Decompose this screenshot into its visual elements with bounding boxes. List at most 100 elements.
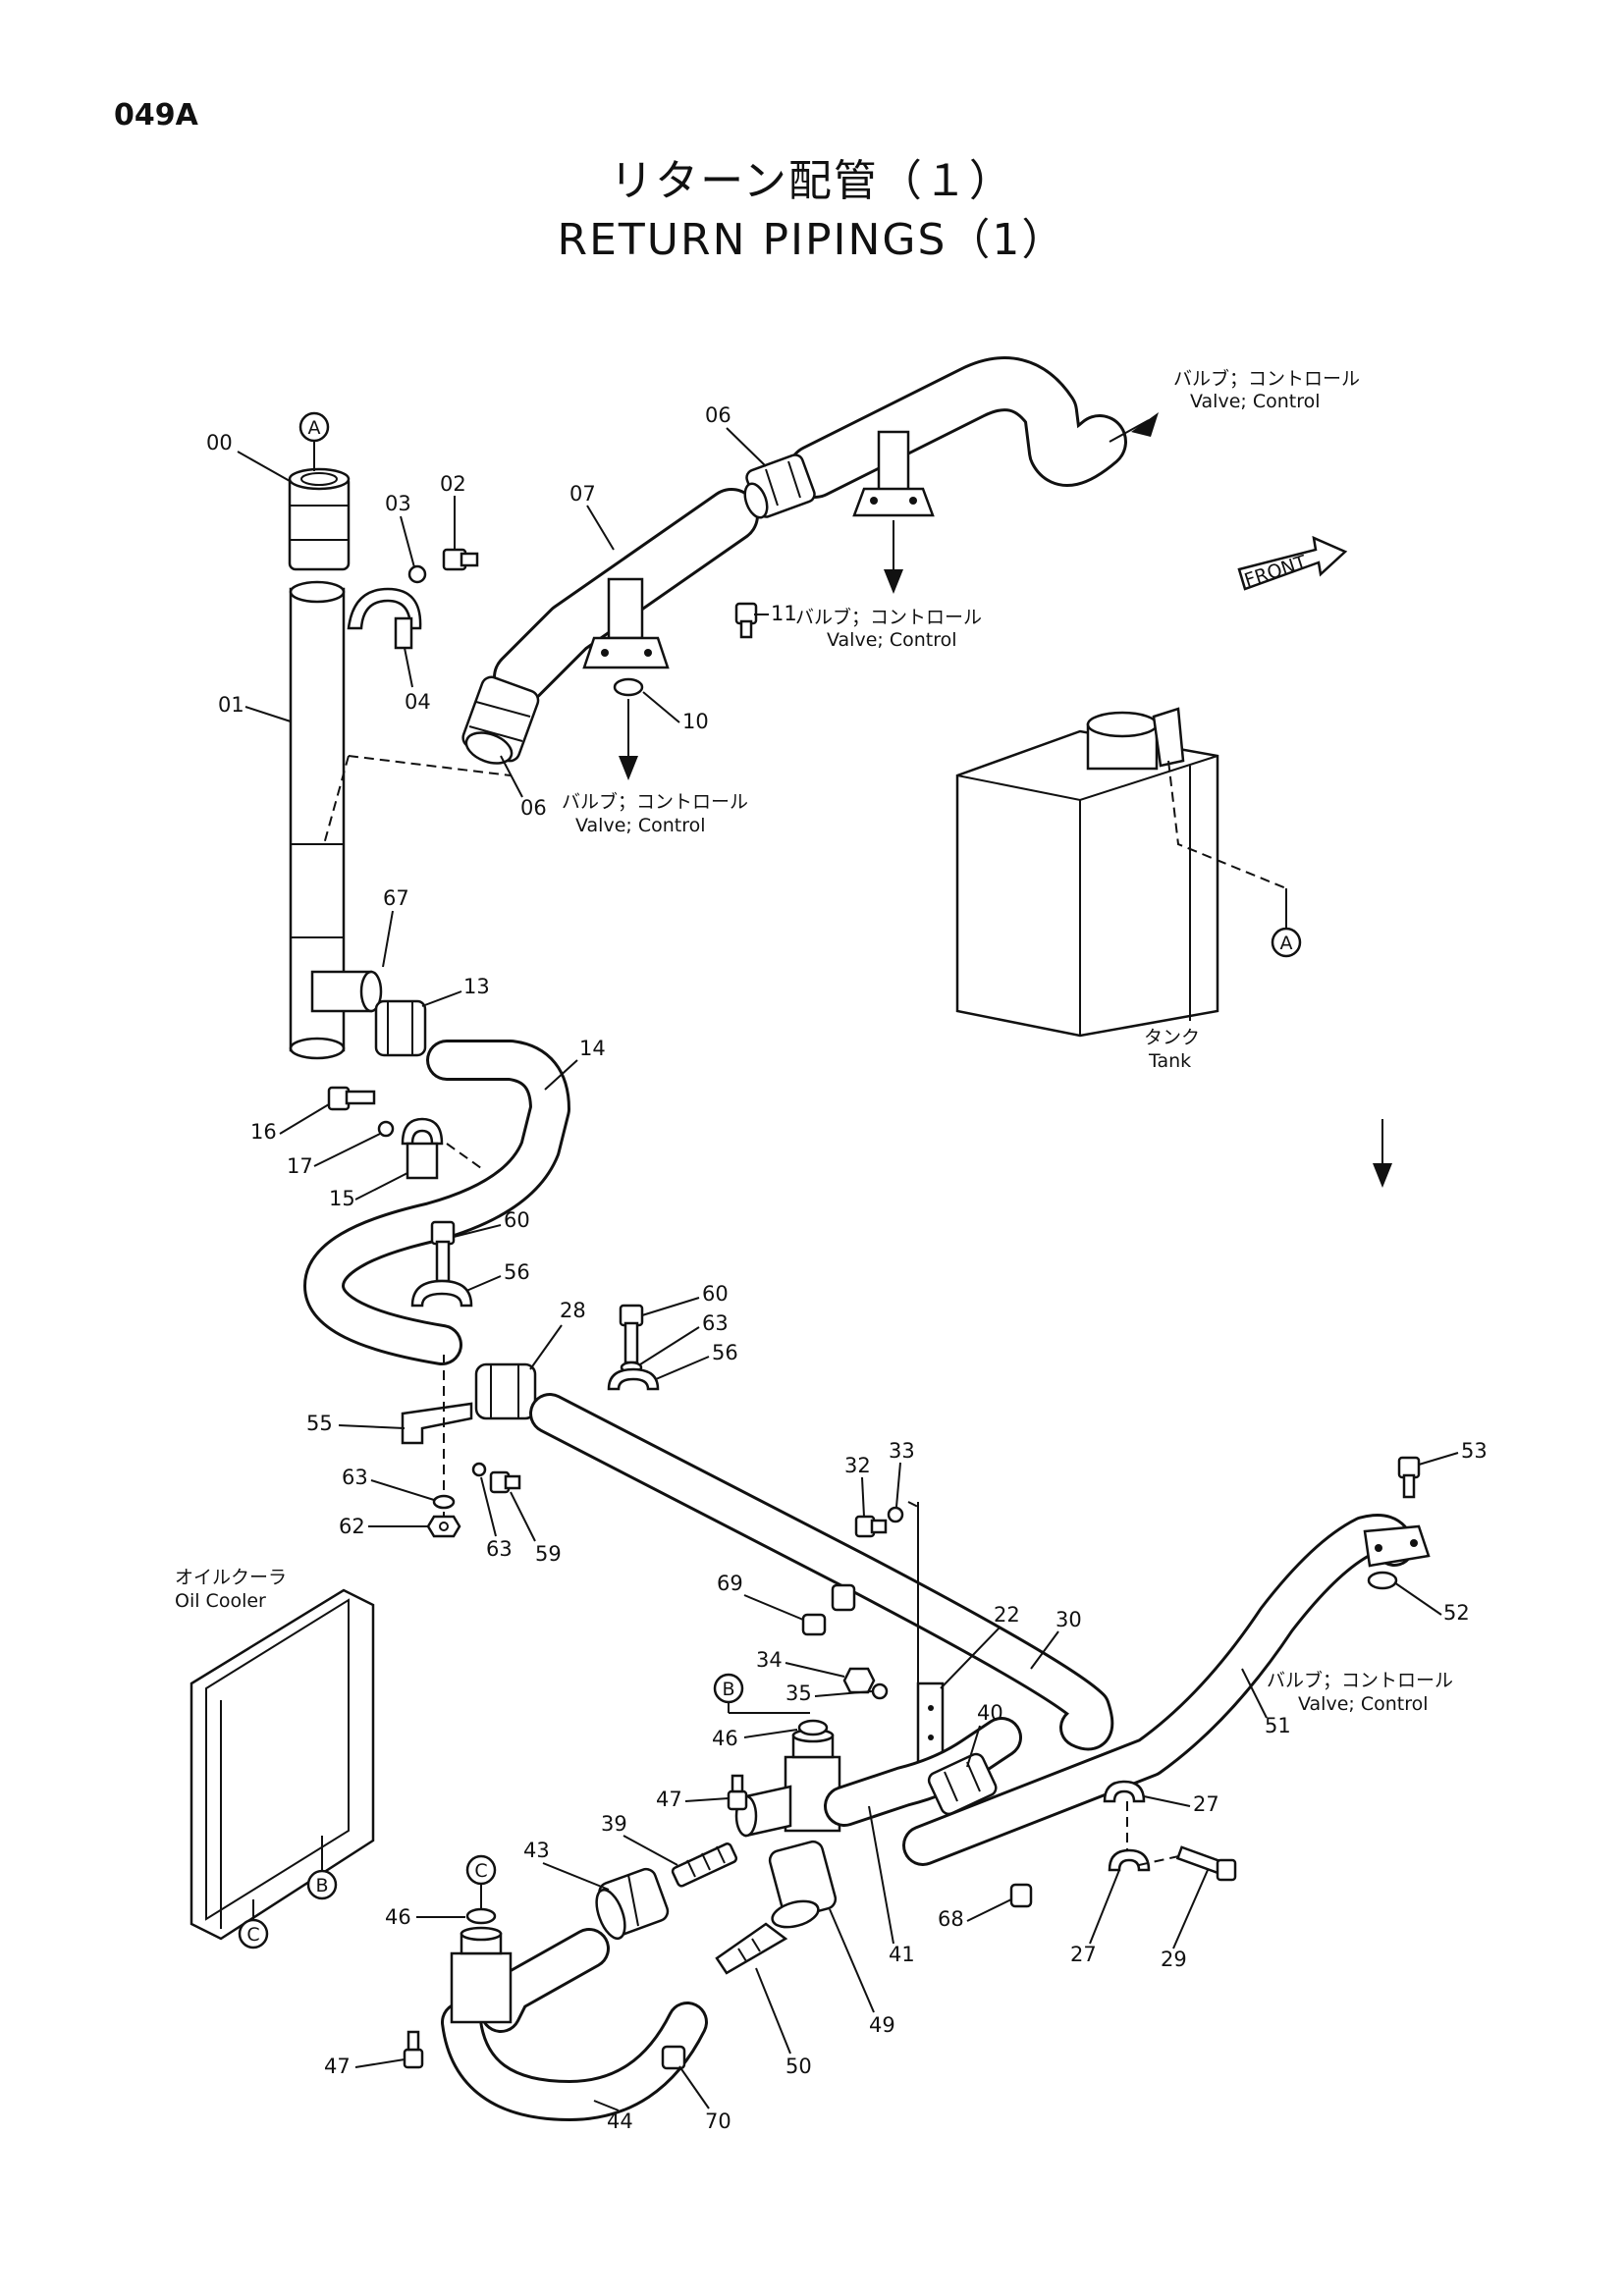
part-label-59: 59 [535, 1542, 562, 1566]
part-label-14: 14 [579, 1037, 606, 1060]
callout-valve-right: バルブ；コントロール Valve; Control [1267, 1669, 1453, 1715]
part-label-63-left: 63 [342, 1466, 368, 1489]
part-label-47-top: 47 [656, 1788, 682, 1811]
svg-text:タンク: タンク [1144, 1027, 1200, 1048]
part-label-13: 13 [463, 975, 490, 998]
arrows [619, 412, 1392, 1188]
hose-13 [374, 999, 427, 1057]
hose-28 [474, 1362, 537, 1420]
svg-text:C: C [474, 1860, 487, 1882]
svg-text:Oil Cooler: Oil Cooler [175, 1590, 266, 1612]
part-label-39: 39 [601, 1812, 627, 1836]
part-label-22: 22 [994, 1603, 1020, 1627]
part-label-11: 11 [771, 602, 797, 625]
part-label-33: 33 [889, 1439, 915, 1463]
front-label: FRONT [1242, 552, 1310, 592]
hose-49 [768, 1840, 838, 1929]
hose-06-lower [461, 675, 540, 765]
svg-text:B: B [722, 1679, 734, 1700]
bolt-59 [489, 1470, 521, 1494]
oring-10 [613, 677, 644, 697]
part-label-69: 69 [717, 1572, 743, 1595]
part-label-43: 43 [523, 1839, 550, 1862]
callout-oil-cooler: オイルクーラ Oil Cooler [175, 1567, 287, 1612]
plug-70 [661, 2045, 686, 2070]
part-label-27-top: 27 [1193, 1792, 1219, 1816]
part-label-04: 04 [405, 690, 431, 714]
svg-text:バルブ；コントロール: バルブ；コントロール [795, 606, 982, 628]
part-label-28: 28 [560, 1299, 586, 1322]
rubber-hose-00 [288, 467, 351, 571]
bolt-32 [854, 1515, 888, 1538]
front-arrow: FRONT [1237, 535, 1348, 592]
nut-34 [842, 1667, 876, 1694]
part-label-56-left: 56 [504, 1260, 530, 1284]
fitting-50 [715, 1922, 788, 1975]
title-japanese: リターン配管（１） [610, 156, 1014, 206]
connection-lines [323, 755, 1184, 1866]
clamps-27 [1103, 1780, 1151, 1872]
svg-text:バルブ；コントロール: バルブ；コントロール [1173, 367, 1360, 390]
svg-text:Valve; Control: Valve; Control [575, 815, 706, 836]
svg-text:Tank: Tank [1148, 1050, 1191, 1072]
part-label-53: 53 [1461, 1439, 1488, 1463]
title-english: RETURN PIPINGS（1） [557, 215, 1067, 265]
bolt-02 [442, 548, 479, 571]
part-label-63-right: 63 [702, 1311, 729, 1335]
clamp-15 [401, 1117, 444, 1180]
svg-text:B: B [315, 1875, 328, 1896]
part-label-29: 29 [1161, 1948, 1187, 1971]
part-label-44: 44 [607, 2109, 633, 2133]
marker-c-lower: C [465, 1854, 497, 1909]
hose-39 [671, 1842, 738, 1888]
marker-b-cooler: B [306, 1836, 338, 1900]
pipe-01 [289, 580, 383, 1060]
marker-b-tee: B [713, 1673, 810, 1714]
oring-52 [1367, 1571, 1398, 1590]
svg-text:バルブ；コントロール: バルブ；コントロール [1267, 1669, 1453, 1691]
clamp-56-right [607, 1367, 660, 1391]
oil-cooler [189, 1588, 375, 1941]
svg-text:Valve; Control: Valve; Control [1298, 1693, 1429, 1715]
clamp-56-left [410, 1279, 473, 1308]
pipe-30 [529, 1393, 1114, 1751]
marker-a-tank: A [1271, 888, 1302, 958]
bolt-60-right [619, 1304, 644, 1364]
bolt-47-upper [727, 1774, 748, 1811]
callout-valve-top-right: バルブ；コントロール Valve; Control [1173, 367, 1360, 412]
svg-text:Valve; Control: Valve; Control [827, 629, 957, 651]
page-code: 049A [114, 98, 198, 133]
part-label-02: 02 [440, 472, 466, 496]
bolt-11 [734, 602, 758, 639]
washer-03 [407, 564, 427, 584]
part-label-32: 32 [844, 1454, 871, 1477]
callout-tank: タンク Tank [1144, 1027, 1200, 1072]
part-label-46-top: 46 [712, 1727, 738, 1750]
bolt-60-left [430, 1220, 456, 1283]
part-label-40: 40 [977, 1701, 1003, 1725]
washer-33 [887, 1506, 904, 1523]
lower-block [450, 1926, 513, 2024]
bracket-55 [401, 1355, 473, 1517]
part-label-03: 03 [385, 492, 411, 515]
tee-block [734, 1728, 841, 1838]
part-label-50: 50 [785, 2055, 812, 2078]
clamp-04 [347, 587, 422, 650]
bolt-29 [1175, 1845, 1237, 1882]
part-label-06-mid: 06 [520, 796, 547, 820]
svg-text:Valve; Control: Valve; Control [1190, 391, 1321, 412]
part-label-47-bottom: 47 [324, 2055, 351, 2078]
part-label-49: 49 [869, 2013, 895, 2037]
part-label-27-bottom: 27 [1070, 1943, 1097, 1966]
washer-35 [871, 1682, 889, 1700]
marker-a-top: A [298, 411, 330, 471]
part-label-51: 51 [1265, 1714, 1291, 1737]
part-label-10: 10 [682, 710, 709, 733]
part-label-52: 52 [1443, 1601, 1470, 1625]
part-label-06-top: 06 [705, 403, 731, 427]
part-label-60-left: 60 [504, 1208, 530, 1232]
marker-c-cooler: C [238, 1899, 269, 1949]
part-label-30: 30 [1056, 1608, 1082, 1631]
callout-valve-mid: バルブ；コントロール Valve; Control [795, 606, 982, 651]
